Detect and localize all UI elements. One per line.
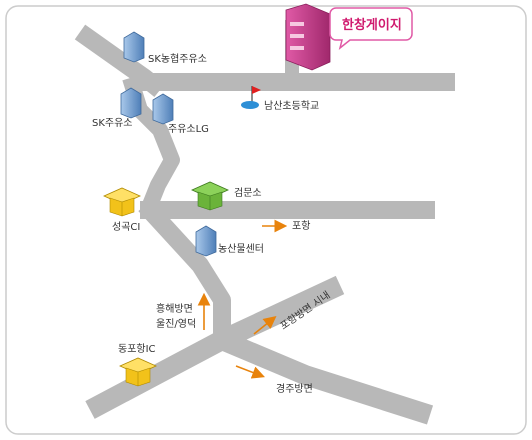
seonggok-ic: 성곡CI	[103, 187, 141, 233]
label-checkpoint: 검문소	[234, 187, 262, 199]
gas-station-icon	[123, 31, 145, 63]
ic-body	[109, 197, 135, 217]
label-school: 남산초등학교	[264, 100, 319, 112]
direction-gyeongju: 경주방면	[235, 365, 313, 395]
road-main	[138, 198, 231, 345]
building-bubble	[329, 7, 413, 50]
gas-station-lg: 주유소LG	[152, 93, 209, 135]
arrow-icon	[253, 316, 277, 335]
school: 남산초등학교	[241, 86, 319, 112]
gas-station-sk-nonghyup: SK농협주유소	[123, 31, 207, 65]
produce-center: 농산물센터	[195, 225, 264, 257]
gas-station-sk: SK주유소	[92, 87, 142, 129]
label-heunghae-2: 울진/영덕	[156, 318, 196, 330]
building-windows	[290, 22, 304, 50]
label-gyeongju: 경주방면	[276, 382, 313, 395]
direction-heunghae: 흥해방면 울진/영덕	[156, 292, 211, 330]
arrow-icon	[235, 365, 265, 379]
building-icon	[285, 3, 331, 71]
map-frame	[5, 5, 527, 435]
label-sk-gas: SK주유소	[92, 117, 133, 129]
destination-label: 한창게이지	[342, 17, 402, 33]
label-lg-gas: 주유소LG	[168, 123, 209, 135]
ic-body	[125, 367, 151, 387]
label-seonggok-ic: 성곡CI	[112, 221, 140, 233]
dongpohang-ic: 동포항IC	[118, 343, 157, 387]
road-gyeongju	[218, 330, 434, 425]
flag-icon	[252, 86, 261, 94]
label-pohang: 포항	[292, 220, 310, 232]
direction-pohang: 포항	[262, 219, 310, 233]
checkpoint-body	[197, 191, 223, 211]
gas-station-icon	[152, 93, 174, 125]
label-sk-nonghyup: SK농협주유소	[148, 52, 207, 65]
label-heunghae-1: 흥해방면	[156, 302, 193, 315]
label-produce-center: 농산물센터	[218, 243, 264, 255]
checkpoint: 검문소	[191, 181, 262, 211]
destination-building: 한창게이지	[285, 3, 413, 71]
gas-station-icon	[120, 87, 142, 119]
gas-station-icon	[195, 225, 217, 257]
school-marker-icon	[241, 101, 259, 109]
label-dongpohang-ic: 동포항IC	[118, 343, 156, 355]
